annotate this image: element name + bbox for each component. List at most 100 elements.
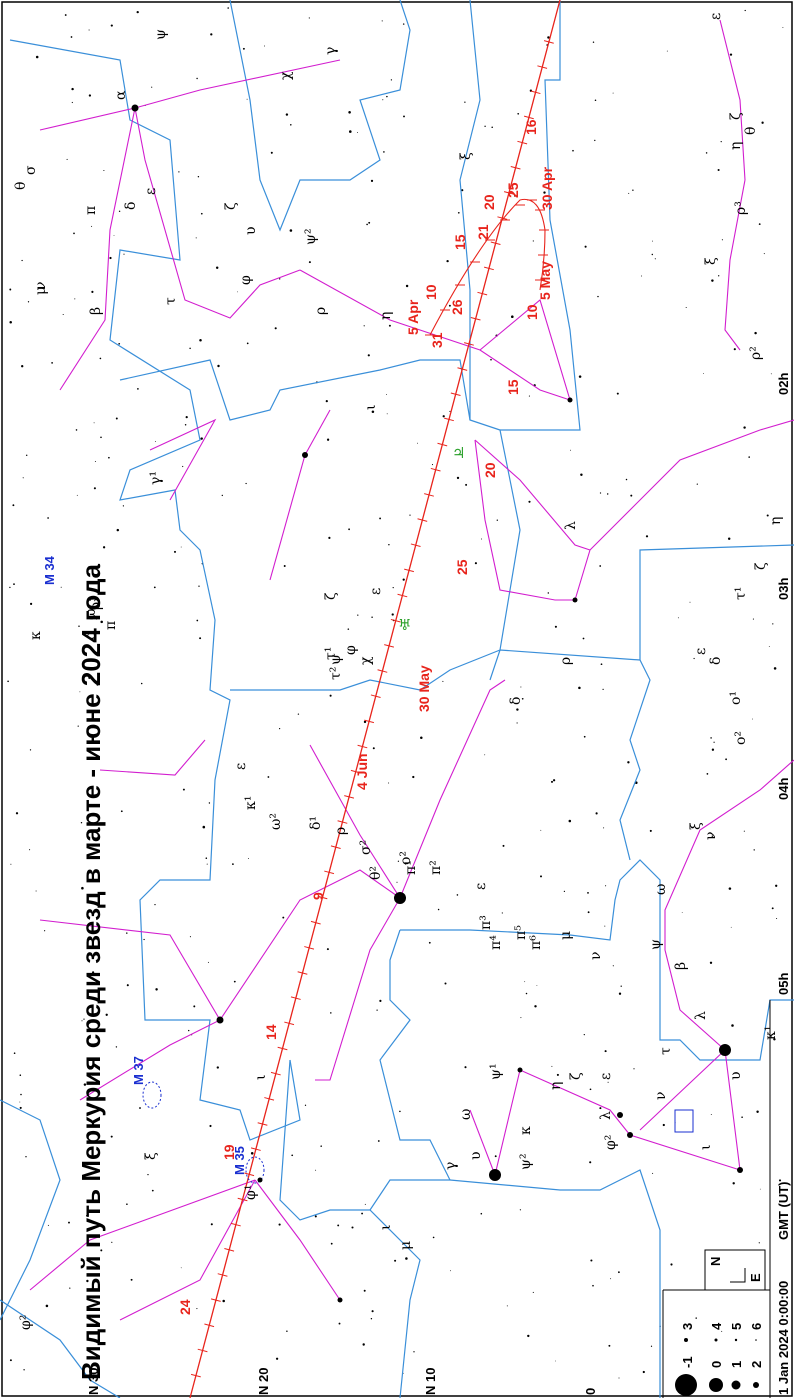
faint-star: [47, 517, 49, 519]
jupiter-icon: ♃: [452, 444, 465, 462]
boundary-line: [400, 859, 661, 941]
faint-star: [532, 1291, 534, 1293]
figure-line: [39, 59, 341, 131]
faint-star: [733, 348, 736, 351]
faint-star: [481, 538, 482, 540]
faint-star: [568, 819, 572, 823]
faint-star: [80, 822, 83, 824]
greek-star-label: ξ: [458, 152, 474, 160]
faint-star: [62, 313, 64, 316]
faint-star: [628, 192, 630, 194]
faint-star: [693, 657, 695, 660]
path-tick: [257, 1122, 268, 1126]
faint-star: [140, 682, 143, 685]
faint-star: [22, 477, 24, 479]
compass-east: E: [748, 1273, 763, 1282]
faint-star: [612, 965, 614, 967]
faint-star: [371, 616, 373, 618]
ra-label: 02h: [776, 373, 791, 395]
faint-star: [594, 139, 596, 142]
faint-star: [189, 936, 191, 938]
greek-star-label: φ: [238, 275, 254, 285]
faint-star: [66, 158, 68, 160]
path-tick: [450, 392, 461, 396]
greek-star-label: δ: [508, 697, 524, 705]
faint-star: [206, 863, 208, 865]
faint-star: [605, 885, 607, 887]
faint-star: [540, 829, 542, 831]
faint-star: [155, 988, 158, 991]
star: [337, 1297, 343, 1303]
greek-star-label: ρ³: [733, 201, 749, 215]
magnitude-label: 1: [729, 1361, 744, 1368]
faint-star: [113, 235, 115, 236]
faint-star: [102, 546, 106, 549]
date-label: 19: [221, 1144, 237, 1160]
faint-star: [9, 586, 11, 589]
faint-star: [23, 1369, 25, 1371]
faint-star: [721, 1330, 723, 1332]
faint-star: [108, 456, 110, 459]
faint-star: [709, 961, 713, 964]
messier-label: M 37: [131, 1056, 146, 1085]
faint-star: [551, 1065, 553, 1067]
greek-star-label: φ: [343, 645, 359, 655]
magnitude-label: 0: [709, 1361, 724, 1368]
greek-star-label: σ: [23, 165, 39, 175]
faint-star: [670, 1263, 673, 1266]
date-label: 21: [475, 224, 491, 240]
faint-star: [153, 586, 156, 589]
faint-star: [409, 514, 411, 516]
faint-star: [349, 130, 352, 133]
figure-line: [134, 107, 301, 319]
deep-sky-objects: M 34 M 37 M 35: [42, 555, 694, 1184]
faint-star: [126, 1203, 128, 1205]
path-tick: [264, 1097, 275, 1101]
greek-star-label: ζ: [728, 112, 744, 120]
greek-star-label: λ: [563, 521, 579, 530]
greek-star-label: ψ: [328, 654, 344, 665]
date-label: 10: [524, 304, 540, 320]
faint-star: [326, 948, 329, 951]
faint-star: [612, 92, 614, 94]
faint-star: [267, 776, 270, 778]
nebula-box-icon: [674, 1109, 694, 1133]
faint-star: [315, 1169, 317, 1171]
faint-star: [759, 1188, 761, 1190]
faint-star: [536, 984, 538, 986]
faint-star: [666, 50, 668, 52]
faint-star: [405, 1257, 408, 1260]
boundary-line: [119, 359, 521, 691]
faint-star: [706, 773, 709, 775]
figure-line: [479, 299, 571, 401]
faint-star: [741, 1116, 743, 1118]
date-label: 15: [505, 379, 521, 395]
path-tick: [370, 694, 381, 698]
boundary-line: [379, 929, 451, 1181]
faint-star: [600, 663, 603, 666]
faint-star: [772, 623, 774, 625]
magnitude-label: -1: [680, 1356, 695, 1368]
faint-star: [589, 1088, 592, 1091]
greek-star-label: ρ²: [748, 346, 764, 360]
faint-star: [448, 304, 451, 307]
faint-star: [126, 984, 129, 987]
faint-star: [178, 171, 180, 173]
faint-star: [732, 1182, 735, 1185]
faint-star: [582, 637, 585, 640]
compass-north: N: [708, 1257, 723, 1266]
faint-star: [91, 225, 93, 227]
path-tick: [217, 1273, 228, 1277]
faint-star: [91, 667, 94, 670]
path-tick: [517, 140, 528, 145]
faint-star: [364, 1203, 366, 1205]
faint-star: [361, 1212, 364, 1215]
faint-star: [502, 844, 505, 847]
faint-star: [727, 537, 731, 540]
figure-line: [315, 897, 401, 1081]
faint-star: [99, 357, 102, 360]
faint-star: [517, 112, 520, 115]
faint-star: [10, 863, 12, 865]
faint-star: [245, 482, 247, 485]
faint-star: [200, 437, 203, 440]
